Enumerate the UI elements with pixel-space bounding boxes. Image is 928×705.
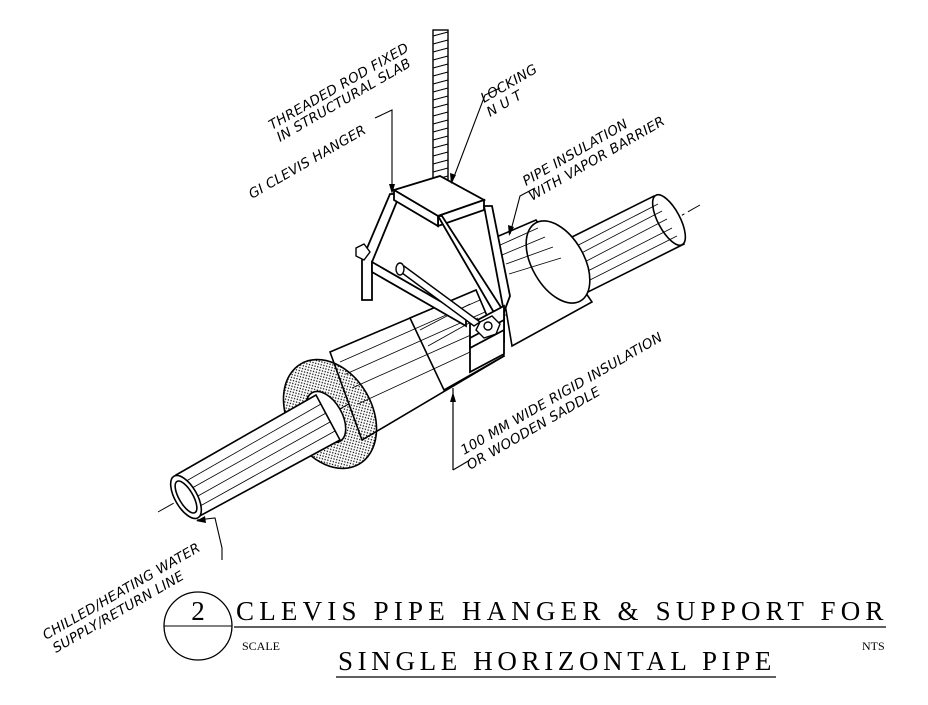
title-line-2: SINGLE HORIZONTAL PIPE — [338, 646, 774, 676]
title-block: 2 CLEVIS PIPE HANGER & SUPPORT FOR SCALE… — [163, 591, 886, 678]
scale-label: SCALE — [242, 639, 280, 653]
label-water-line-1: CHILLED/HEATING WATER — [40, 540, 203, 644]
threaded-rod — [432, 29, 449, 187]
cross-bolt — [355, 243, 501, 339]
detail-number: 2 — [191, 596, 205, 626]
scale-value: NTS — [862, 639, 885, 653]
label-clevis-hanger: GI CLEVIS HANGER — [246, 122, 369, 202]
label-threaded-rod-1: THREADED ROD FIXED — [266, 40, 412, 133]
leader-lines — [196, 87, 536, 560]
title-line-1: CLEVIS PIPE HANGER & SUPPORT FOR — [236, 596, 886, 626]
pipe-left-segment — [169, 393, 342, 520]
pipe-insulation-right — [493, 219, 594, 348]
leader-arrowheads — [196, 173, 514, 523]
